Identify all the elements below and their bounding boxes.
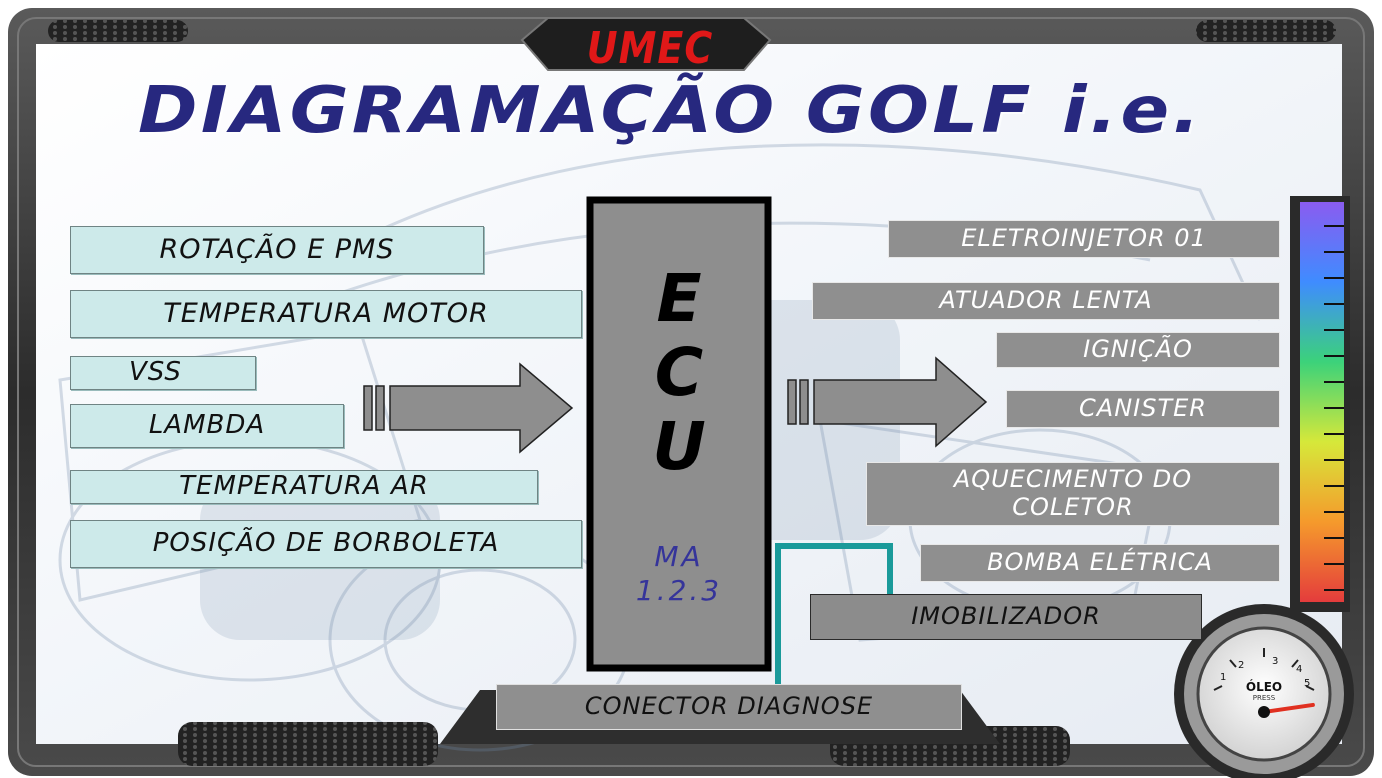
ecu-letter-u: U [652, 408, 706, 485]
imobilizador-box: IMOBILIZADOR [810, 594, 1202, 640]
input-temperatura-ar: TEMPERATURA AR [70, 470, 538, 504]
ecu-model-line2: 1.2.3 [635, 574, 723, 607]
page-title: DIAGRAMAÇÃO GOLF i.e. [138, 74, 1204, 148]
input-vss: VSS [70, 356, 256, 390]
gauge-sub: PRESS [1252, 694, 1276, 702]
output-canister: CANISTER [1006, 390, 1280, 428]
input-lambda: LAMBDA [70, 404, 344, 448]
teal-wires [775, 543, 893, 684]
gauge-tick-5: 5 [1304, 678, 1311, 689]
input-temperatura-motor: TEMPERATURA MOTOR [70, 290, 582, 338]
oil-gauge [1174, 604, 1354, 778]
ecu-letter-c: C [654, 334, 704, 411]
output-atuador-lenta: ATUADOR LENTA [812, 282, 1280, 320]
input-posicao-borboleta: POSIÇÃO DE BORBOLETA [70, 520, 582, 568]
output-bomba-eletrica: BOMBA ELÉTRICA [920, 544, 1280, 582]
ecu-body [586, 196, 772, 672]
output-arrow [787, 356, 988, 448]
gauge-tick-1: 1 [1220, 672, 1227, 683]
gauge-label: ÓLEO [1245, 680, 1283, 694]
gauge-tick-4: 4 [1296, 664, 1303, 675]
output-ignicao: IGNIÇÃO [996, 332, 1280, 368]
input-arrow [363, 362, 574, 454]
ecu-letter-e: E [656, 260, 702, 337]
gauge-tick-2: 2 [1238, 660, 1245, 671]
ecu-model: MA 1.2.3 [604, 540, 754, 608]
ecu-label: E C U [596, 262, 762, 484]
ecu-model-line1: MA [654, 540, 704, 573]
connector-diagnose-box: CONECTOR DIAGNOSE [496, 684, 962, 730]
gauge-tick-3: 3 [1272, 656, 1279, 667]
input-rotacao-pms: ROTAÇÃO E PMS [70, 226, 484, 274]
brand-logo: UMEC [586, 22, 714, 74]
output-aquecimento-coletor: AQUECIMENTO DO COLETOR [866, 462, 1280, 526]
output-eletroinjetor: ELETROINJETOR 01 [888, 220, 1280, 258]
